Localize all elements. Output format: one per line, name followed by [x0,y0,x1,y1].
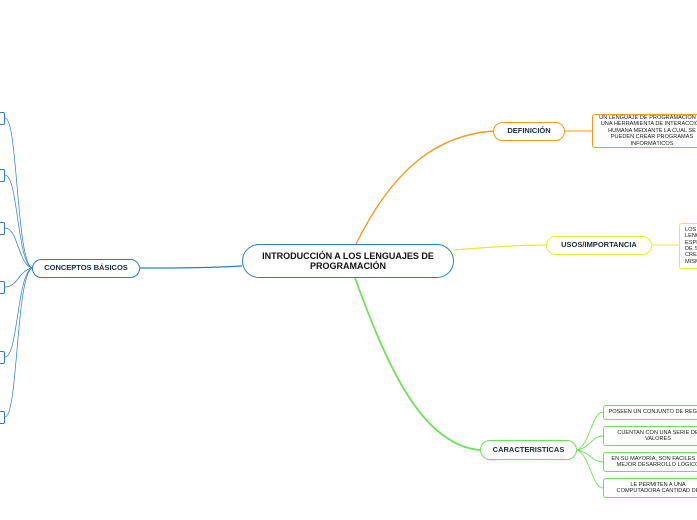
concepto-leaf-node[interactable] [0,222,5,235]
branch-conceptos-basicos[interactable]: CONCEPTOS BÁSICOS [32,259,140,278]
central-topic[interactable]: INTRODUCCIÓN A LOS LENGUAJES DE PROGRAMA… [242,244,454,278]
branch-caracteristicas[interactable]: CARACTERISTICAS [480,440,577,460]
connector-conceptos-leaf-3 [4,227,33,269]
concepto-leaf-node[interactable] [0,411,5,424]
connector-conceptos-leaf-5 [4,267,33,358]
connector-conceptos-leaf-1 [4,117,33,269]
connector-conceptos-leaf-4 [4,267,33,288]
branch-definicion[interactable]: DEFINICIÓN [493,122,565,141]
usos-detail[interactable]: LOS LENGUAJES ESPECÍFICOS DE SE CREAN PA… [679,223,697,269]
caracteristica-detail-4[interactable]: LE PERMITEN A UNA COMPUTADORA CANTIDAD D… [603,478,697,498]
connector-caracteristicas-detail-1 [576,411,604,451]
concepto-leaf-node[interactable] [0,281,5,294]
connector-definicion [355,130,494,245]
connector-caracteristicas-detail-3 [576,449,604,463]
connector-caracteristicas-detail-2 [576,435,604,451]
branch-usos-importancia[interactable]: USOS/IMPORTANCIA [546,236,652,255]
connector-caracteristicas [354,277,481,451]
connector-caracteristicas-detail-4 [576,449,604,489]
concepto-leaf-node[interactable] [0,112,5,125]
connector-conceptos-leaf-2 [4,174,33,269]
concepto-leaf-node[interactable] [0,169,5,182]
connector-usos [453,244,547,251]
caracteristica-detail-3[interactable]: EN SU MAYORÍA, SON FACILES DE MEJOR DESA… [603,452,697,472]
caracteristica-detail-2[interactable]: CUENTAN CON UNA SERIE DE VALORES [603,426,697,446]
connector-conceptos-leaf-6 [4,267,33,418]
concepto-leaf-node[interactable] [0,351,5,364]
definicion-detail[interactable]: UN LENGUAJE DE PROGRAMACIÓN ES UNA HERRA… [592,114,697,148]
connector-conceptos [139,265,243,269]
caracteristica-detail-1[interactable]: POSEEN UN CONJUNTO DE REGLAS [603,405,697,420]
